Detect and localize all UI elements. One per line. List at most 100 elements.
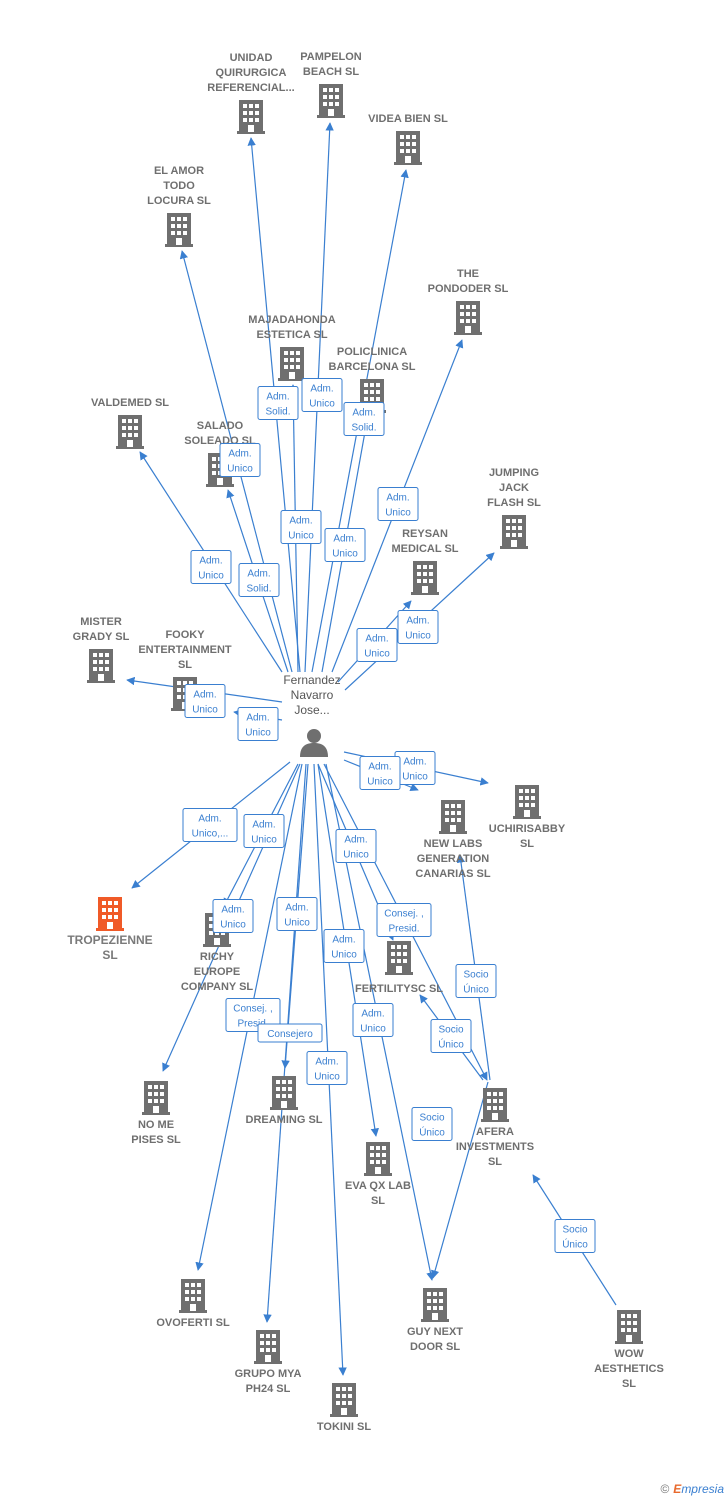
edge-person-to-grupomya bbox=[263, 763, 307, 1323]
company-label: LOCURA SL bbox=[147, 195, 211, 207]
building-icon bbox=[278, 347, 306, 381]
company-node-ovoferti[interactable]: OVOFERTI SL bbox=[156, 1279, 230, 1329]
edge-label-valdemed[interactable]: Adm.Unico bbox=[190, 550, 232, 584]
edge-label-evaqx[interactable]: Adm.Unico bbox=[323, 929, 365, 963]
company-label: BEACH SL bbox=[303, 66, 360, 78]
company-node-unidad[interactable]: UNIDADQUIRURGICAREFERENCIAL... bbox=[207, 52, 295, 134]
edge-label-box bbox=[306, 1051, 348, 1085]
edge-label-mister[interactable]: Adm.Unico bbox=[184, 684, 226, 718]
company-label: VIDEA BIEN SL bbox=[368, 113, 448, 125]
building-icon bbox=[513, 785, 541, 819]
edge-label-box bbox=[359, 756, 401, 790]
edge-label-fooky[interactable]: Adm.Unico bbox=[237, 707, 279, 741]
edge-label-text: Adm. bbox=[365, 634, 388, 645]
company-node-fertility[interactable]: FERTILITYSC SL bbox=[355, 941, 443, 995]
edge-label-jumping[interactable]: Adm.Unico bbox=[397, 610, 439, 644]
company-label: POLICLINICA bbox=[337, 346, 407, 358]
building-icon bbox=[270, 1076, 298, 1110]
building-icon bbox=[142, 1081, 170, 1115]
building-icon bbox=[237, 100, 265, 134]
edge-label-text: Unico bbox=[220, 920, 246, 931]
edge-label-policlinica[interactable]: Adm.Unico bbox=[324, 528, 366, 562]
edge-label-box bbox=[343, 402, 385, 436]
person-node[interactable]: FernandezNavarroJose... bbox=[283, 673, 341, 757]
edge-label-tokini[interactable]: Adm.Unico bbox=[306, 1051, 348, 1085]
edge-label-text: Adm. bbox=[406, 616, 429, 627]
edge-label-tropezienne[interactable]: Adm.Unico,... bbox=[182, 808, 238, 842]
edge-label-text: Adm. bbox=[285, 903, 308, 914]
edge-label-unidad[interactable]: Adm.Solid. bbox=[257, 386, 299, 420]
edge-label-afera[interactable]: Consej. ,Presid. bbox=[376, 903, 432, 937]
building-icon bbox=[165, 213, 193, 247]
edge-label-text: Solid. bbox=[246, 584, 271, 595]
edge-label-box bbox=[352, 1003, 394, 1037]
edge-label-elamor[interactable]: Adm.Unico bbox=[219, 443, 261, 477]
building-icon bbox=[116, 415, 144, 449]
edge-label-text: Consejero bbox=[267, 1029, 313, 1040]
edge-label-videa[interactable]: Adm.Solid. bbox=[343, 402, 385, 436]
edge-label-reysan[interactable]: Adm.Unico bbox=[356, 628, 398, 662]
edge-label-guynext[interactable]: Adm.Unico bbox=[352, 1003, 394, 1037]
building-icon bbox=[317, 84, 345, 118]
edge-label-dreaming[interactable]: Adm.Unico bbox=[276, 897, 318, 931]
company-label: ENTERTAINMENT bbox=[138, 644, 232, 656]
edge-label-text: Adm. bbox=[228, 449, 251, 460]
edge-label-pondoder[interactable]: Adm.Unico bbox=[377, 487, 419, 521]
edge-label-text: Único bbox=[463, 983, 489, 996]
company-label: FLASH SL bbox=[487, 497, 541, 509]
empresia-brand[interactable]: ©Empresia bbox=[660, 1482, 724, 1496]
edge-label-text: Único bbox=[419, 1126, 445, 1139]
company-node-videa[interactable]: VIDEA BIEN SL bbox=[368, 113, 448, 165]
edge-label-text: Adm. bbox=[310, 384, 333, 395]
edge-label-text: Solid. bbox=[351, 423, 376, 434]
company-node-tokini[interactable]: TOKINI SL bbox=[317, 1383, 371, 1433]
company-node-valdemed[interactable]: VALDEMED SL bbox=[91, 397, 169, 449]
edge-label-uchiri[interactable]: Adm.Unico bbox=[394, 751, 436, 785]
edge-label-newlabs[interactable]: Adm.Unico bbox=[359, 756, 401, 790]
building-icon bbox=[411, 561, 439, 595]
edge-label-majadahonda[interactable]: Adm.Unico bbox=[280, 510, 322, 544]
edge-label-box bbox=[554, 1219, 596, 1253]
edge-label-pampelon[interactable]: Adm.Unico bbox=[301, 378, 343, 412]
edge-label-ovoferti[interactable]: Consej. ,Presid. bbox=[225, 998, 281, 1032]
edge-label-box bbox=[335, 829, 377, 863]
company-node-dreaming[interactable]: DREAMING SL bbox=[246, 1076, 323, 1126]
company-label: JUMPING bbox=[489, 467, 539, 479]
edge-label-salado[interactable]: Adm.Solid. bbox=[238, 563, 280, 597]
edge-label-richy[interactable]: Adm.Unico bbox=[243, 814, 285, 848]
person-label: Navarro bbox=[291, 688, 334, 702]
edge-label-box bbox=[376, 903, 432, 937]
company-label: REFERENCIAL... bbox=[207, 82, 294, 94]
company-label: DREAMING SL bbox=[246, 1114, 323, 1126]
edge-label-fertility[interactable]: Adm.Unico bbox=[335, 829, 377, 863]
edge-label-text: Presid. bbox=[388, 924, 419, 935]
edge-label-grupomya[interactable]: Consejero bbox=[257, 1023, 323, 1043]
edge-label-nomepises[interactable]: Adm.Unico bbox=[212, 899, 254, 933]
edge-label-box bbox=[356, 628, 398, 662]
person-icon bbox=[300, 729, 328, 757]
